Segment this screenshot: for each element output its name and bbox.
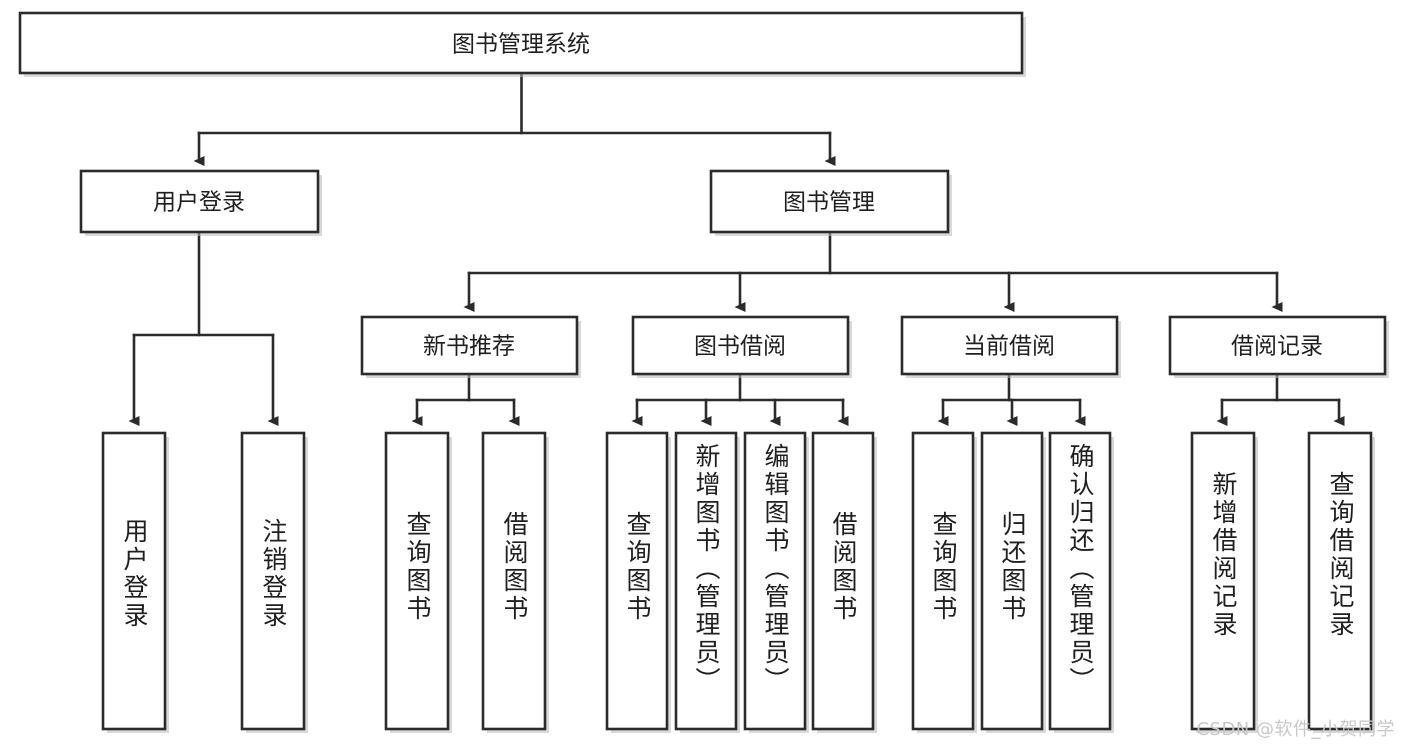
node-root-label: 图书管理系统 [452, 32, 590, 58]
leaf-confirm-return-admin[interactable] [1048, 431, 1114, 733]
node-user-login-label: 用户登录 [153, 190, 245, 216]
edge-newbook-to-leaves [411, 372, 520, 426]
leaf-return-book[interactable] [980, 431, 1046, 733]
node-new-book-recommend[interactable]: 新书推荐 [360, 315, 581, 378]
node-borrow-records[interactable]: 借阅记录 [1168, 315, 1389, 378]
leaf-user-login[interactable] [101, 431, 169, 733]
leaf-boxes [101, 431, 1375, 733]
leaf-query-borrow-record[interactable] [1307, 431, 1375, 733]
node-book-borrow-label: 图书借阅 [694, 334, 786, 360]
node-borrow-records-label: 借阅记录 [1231, 334, 1323, 360]
leaf-borrow-books-recommend[interactable] [481, 431, 549, 733]
leaf-query-books-recommend[interactable] [384, 431, 452, 733]
node-current-borrow[interactable]: 当前借阅 [900, 315, 1121, 378]
edge-currentborrow-to-leaves [937, 372, 1086, 426]
edge-bookmgmt-to-level3 [463, 231, 1283, 312]
watermark: CSDN @软件_小贺同学 [1196, 719, 1395, 740]
leaf-add-book-admin[interactable] [674, 431, 740, 733]
edge-borrowrecords-to-leaves [1216, 372, 1345, 426]
leaf-query-books-current[interactable] [911, 431, 977, 733]
edge-userlogin-to-leaves [128, 231, 279, 426]
node-book-borrow[interactable]: 图书借阅 [631, 315, 852, 378]
node-root[interactable]: 图书管理系统 [18, 11, 1026, 77]
leaf-query-books-borrow[interactable] [605, 431, 671, 733]
node-new-book-recommend-label: 新书推荐 [423, 334, 515, 360]
edge-bookborrow-to-leaves [631, 372, 849, 426]
node-book-management[interactable]: 图书管理 [709, 169, 952, 236]
node-current-borrow-label: 当前借阅 [963, 334, 1055, 360]
leaf-edit-book-admin[interactable] [743, 431, 809, 733]
edge-root-to-level2 [193, 73, 836, 166]
leaf-borrow-book[interactable] [811, 431, 877, 733]
node-user-login[interactable]: 用户登录 [79, 169, 322, 236]
node-book-management-label: 图书管理 [783, 190, 875, 216]
leaf-logout-login[interactable] [240, 431, 308, 733]
leaf-add-borrow-record[interactable] [1190, 431, 1258, 733]
